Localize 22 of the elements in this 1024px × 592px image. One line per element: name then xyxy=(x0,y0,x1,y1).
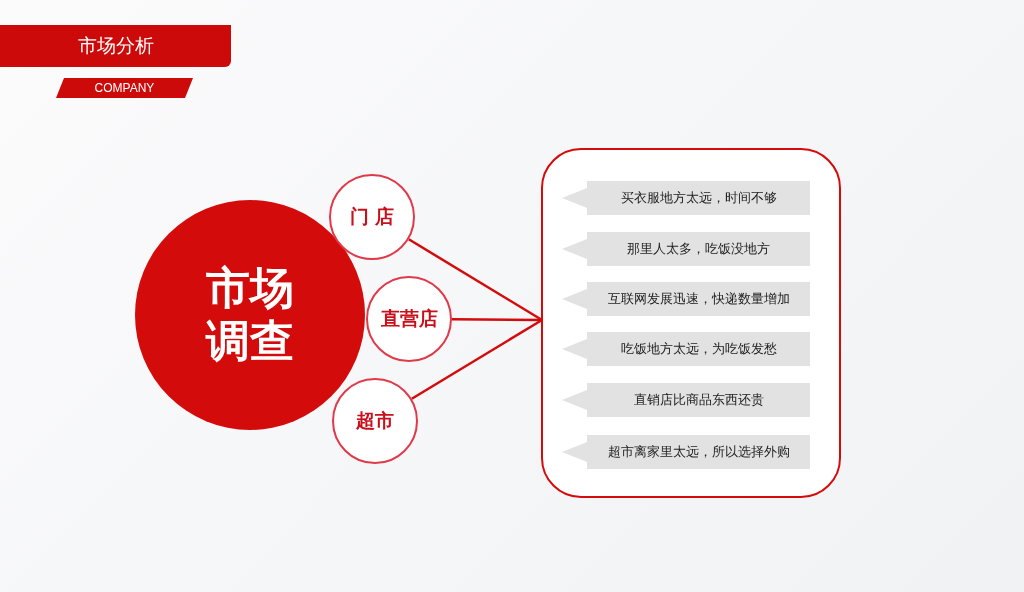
speech-callout xyxy=(562,232,810,266)
callout-text: 直销店比商品东西还贵 xyxy=(632,390,765,409)
rounded-panel xyxy=(541,148,841,498)
callout-text: 超市离家里太远，所以选择外购 xyxy=(606,442,791,461)
callout-text: 那里人太多，吃饭没地方 xyxy=(626,239,771,258)
speech-callout xyxy=(562,435,810,469)
node-label: 市场调查 xyxy=(204,262,295,368)
node-label: 门 店 xyxy=(349,204,395,229)
callout-text: 互联网发展迅速，快递数量增加 xyxy=(606,289,791,308)
connector-line xyxy=(452,318,542,322)
subtitle-ribbon: COMPANY xyxy=(56,78,193,98)
callout-text: 买衣服地方太远，时间不够 xyxy=(619,188,778,207)
node-label: 超市 xyxy=(356,408,394,433)
speech-callout xyxy=(562,383,810,417)
speech-callout xyxy=(562,181,810,215)
speech-callout xyxy=(562,282,810,316)
callout-text: 吃饭地方太远，为吃饭发愁 xyxy=(619,339,778,358)
node-label: 直营店 xyxy=(380,306,438,331)
connector-line xyxy=(408,238,543,322)
title-banner: 市场分析 xyxy=(0,25,231,67)
speech-callout xyxy=(562,332,810,366)
connector-line xyxy=(411,318,543,400)
